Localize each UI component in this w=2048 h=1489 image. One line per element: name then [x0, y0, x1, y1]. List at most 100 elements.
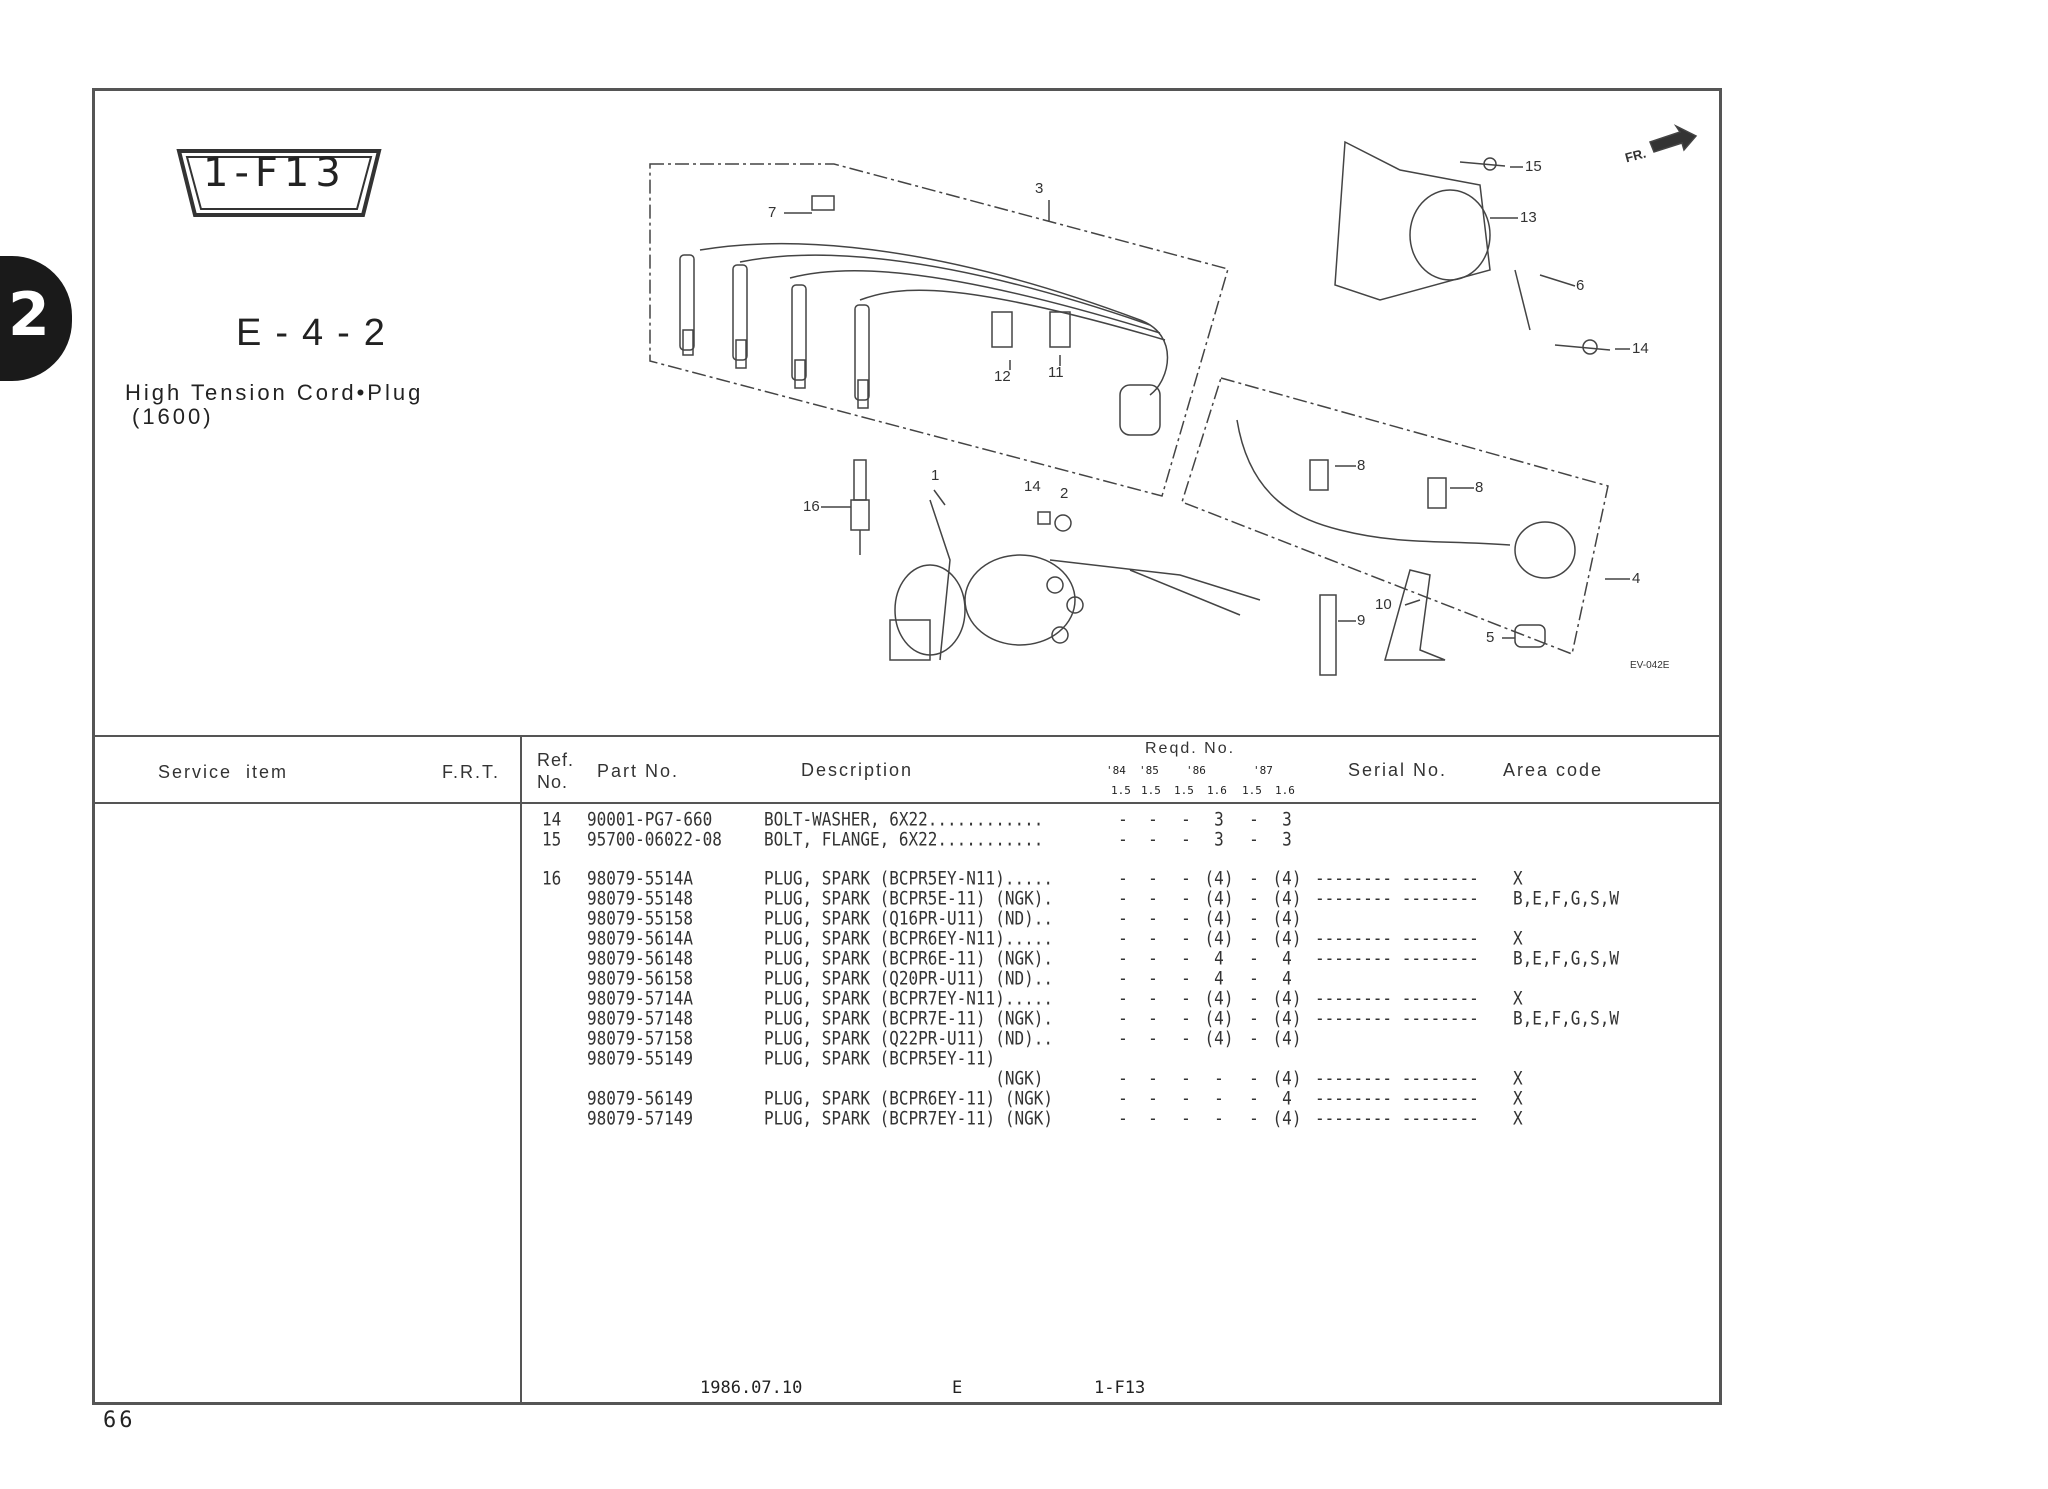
- engine-size: 1.6: [1275, 784, 1295, 797]
- reqd-qty: 3: [1214, 828, 1224, 850]
- exploded-parts-diagram: [649, 124, 1698, 676]
- serial-no: -------- --------: [1315, 867, 1479, 889]
- description: (NGK): [764, 1067, 1044, 1089]
- reqd-qty: -: [1118, 1027, 1128, 1049]
- reqd-qty: -: [1118, 967, 1128, 989]
- description: PLUG, SPARK (Q20PR-U11) (ND)..: [764, 967, 1053, 989]
- serial-no: -------- --------: [1315, 1087, 1479, 1109]
- description: PLUG, SPARK (BCPR6EY-N11).....: [764, 927, 1053, 949]
- part-number: 98079-5714A: [587, 987, 693, 1009]
- plug-boot-icon: [679, 254, 695, 356]
- reqd-qty: -: [1148, 1087, 1158, 1109]
- reqd-qty: -: [1249, 808, 1259, 830]
- reqd-qty: -: [1148, 828, 1158, 850]
- reqd-qty: -: [1148, 867, 1158, 889]
- reqd-qty: -: [1249, 1087, 1259, 1109]
- reqd-qty: -: [1249, 907, 1259, 929]
- area-code: X: [1513, 1067, 1523, 1089]
- reqd-qty: 3: [1282, 828, 1292, 850]
- reqd-qty: -: [1214, 1087, 1224, 1109]
- illustration-code: EV-042E: [1630, 660, 1670, 671]
- ignition-coil-icon: [1334, 140, 1491, 301]
- callout-14b: 14: [1632, 340, 1649, 357]
- serial-no: -------- --------: [1315, 947, 1479, 969]
- reqd-qty: 4: [1282, 1087, 1292, 1109]
- callout-13: 13: [1520, 209, 1537, 226]
- header-divider: [92, 802, 1722, 804]
- description: PLUG, SPARK (BCPR7E-11) (NGK).: [764, 1007, 1053, 1029]
- reqd-qty: (4): [1272, 1107, 1302, 1129]
- reqd-qty: (4): [1204, 907, 1234, 929]
- reqd-qty: 4: [1214, 947, 1224, 969]
- front-arrow-icon: [1649, 124, 1698, 153]
- reqd-qty: -: [1148, 927, 1158, 949]
- distributor-icon: [889, 499, 1261, 661]
- reqd-qty: -: [1249, 927, 1259, 949]
- year-87: '87: [1253, 764, 1273, 777]
- serial-no: -------- --------: [1315, 1007, 1479, 1029]
- reqd-qty: -: [1118, 828, 1128, 850]
- description: PLUG, SPARK (Q22PR-U11) (ND)..: [764, 1027, 1053, 1049]
- reqd-qty: -: [1181, 987, 1191, 1009]
- reqd-qty: -: [1181, 1087, 1191, 1109]
- reqd-qty: -: [1148, 1007, 1158, 1029]
- description: PLUG, SPARK (BCPR5E-11) (NGK).: [764, 887, 1053, 909]
- reqd-qty: -: [1249, 987, 1259, 1009]
- area-code: X: [1513, 867, 1523, 889]
- spark-plug-icon: [850, 459, 870, 555]
- callout-3: 3: [1035, 180, 1044, 197]
- description: BOLT-WASHER, 6X22............: [764, 808, 1044, 830]
- reqd-qty: -: [1148, 1067, 1158, 1089]
- reqd-qty: -: [1249, 828, 1259, 850]
- area-code: X: [1513, 987, 1523, 1009]
- callout-10: 10: [1375, 596, 1392, 613]
- serial-no: -------- --------: [1315, 927, 1479, 949]
- part-number: 98079-57148: [587, 1007, 693, 1029]
- callout-1: 1: [931, 467, 940, 484]
- engine-size: 1.6: [1207, 784, 1227, 797]
- part-number: 98079-57158: [587, 1027, 693, 1049]
- reqd-qty: (4): [1204, 1007, 1234, 1029]
- engine-size: 1.5: [1174, 784, 1194, 797]
- reqd-qty: -: [1118, 1067, 1128, 1089]
- reqd-qty: 3: [1282, 808, 1292, 830]
- footer-page-ref: 1-F13: [1094, 1378, 1146, 1398]
- reqd-qty: -: [1214, 1107, 1224, 1129]
- reqd-qty: (4): [1272, 1067, 1302, 1089]
- reqd-qty: -: [1118, 907, 1128, 929]
- reqd-qty: -: [1181, 947, 1191, 969]
- reqd-qty: -: [1181, 808, 1191, 830]
- reqd-qty: (4): [1272, 1007, 1302, 1029]
- year-85: '85: [1139, 764, 1159, 777]
- service-item-header: Service item: [158, 762, 289, 782]
- reqd-qty: -: [1181, 887, 1191, 909]
- callout-8b: 8: [1475, 479, 1484, 496]
- diagram-divider: [92, 735, 1722, 737]
- part-no-header: Part No.: [597, 761, 680, 781]
- part-number: 98079-55158: [587, 907, 693, 929]
- area-code: X: [1513, 927, 1523, 949]
- reqd-qty: 4: [1214, 967, 1224, 989]
- callout-9: 9: [1357, 612, 1366, 629]
- description: PLUG, SPARK (BCPR6E-11) (NGK).: [764, 947, 1053, 969]
- reqd-qty: -: [1118, 987, 1128, 1009]
- page-title: High Tension Cord•Plug: [125, 380, 424, 405]
- service-column-divider: [520, 735, 522, 1405]
- reqd-qty: -: [1249, 1027, 1259, 1049]
- serial-no-header: Serial No.: [1348, 760, 1448, 780]
- reqd-qty: -: [1148, 907, 1158, 929]
- reqd-qty: -: [1249, 1067, 1259, 1089]
- reqd-qty: -: [1249, 967, 1259, 989]
- reqd-qty: (4): [1272, 867, 1302, 889]
- group-badge-outline: [176, 149, 382, 217]
- footer-date: 1986.07.10: [700, 1378, 803, 1398]
- footer-code: E: [952, 1378, 963, 1398]
- engine-size: 1.5: [1141, 784, 1161, 797]
- reqd-qty: -: [1148, 887, 1158, 909]
- reqd-qty: -: [1118, 867, 1128, 889]
- ref-header: Ref.: [537, 750, 575, 770]
- reqd-qty: -: [1118, 1007, 1128, 1029]
- group-code: E-4-2: [236, 312, 399, 354]
- reqd-qty: -: [1181, 1007, 1191, 1029]
- callout-5: 5: [1486, 629, 1495, 646]
